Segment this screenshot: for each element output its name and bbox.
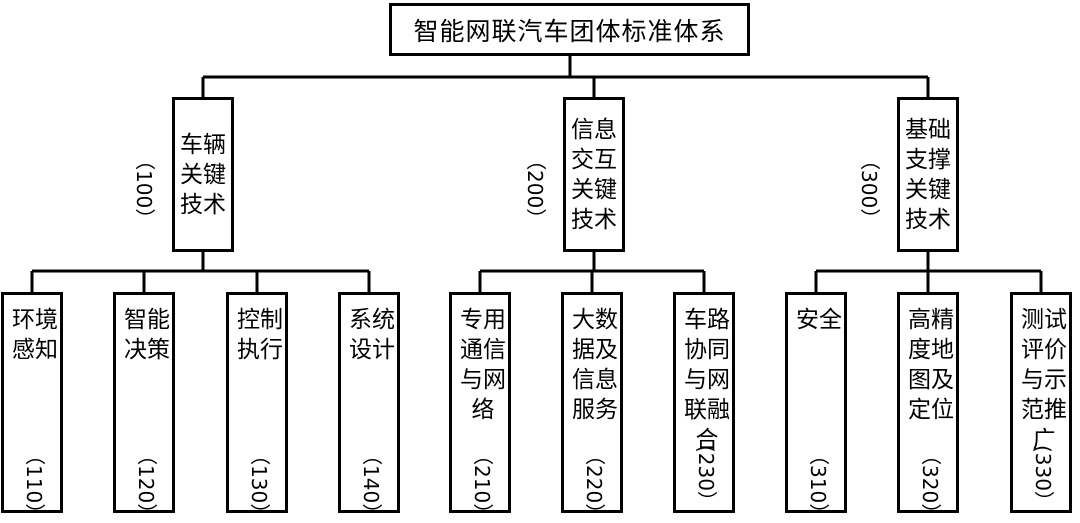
leaf-code: （220） (582, 445, 606, 523)
leaf-code: （310） (806, 445, 830, 523)
leaf-node-320: 高精度地图及定位 （320） (897, 292, 959, 523)
leaf-name: 大数据及信息服务 (572, 307, 618, 423)
leaf-code: （130） (247, 445, 271, 523)
leaf-node-330: 测试评价与示范推广 (330） (1010, 292, 1072, 513)
leaf-name: 系统设计 (349, 307, 395, 363)
category-node-300: 基础支撑关键技术 (897, 97, 959, 252)
leaf-node-140: 系统设计 （140） (338, 292, 400, 523)
leaf-node-230: 车路协同与网联融合 (230） (673, 292, 735, 513)
leaf-code: （140） (359, 445, 383, 523)
category-node-200: 信息交互关键技术 (563, 97, 625, 252)
leaf-code: (230） (694, 445, 718, 511)
category-code: （200） (523, 150, 547, 229)
leaf-code: （110） (22, 445, 46, 523)
leaf-name: 控制执行 (237, 307, 283, 363)
root-node: 智能网联汽车团体标准体系 (389, 3, 750, 56)
leaf-node-310: 安全 （310） (785, 292, 847, 523)
leaf-name: 智能决策 (124, 307, 170, 363)
category-name: 基础支撑关键技术 (905, 116, 951, 233)
category-name: 信息交互关键技术 (571, 116, 617, 233)
leaf-name: 测试评价与示范推广 (1021, 307, 1067, 453)
leaf-node-220: 大数据及信息服务 （220） (561, 292, 623, 523)
root-title: 智能网联汽车团体标准体系 (413, 16, 726, 46)
leaf-code: （120） (134, 445, 158, 523)
leaf-node-210: 专用通信与网络 （210） (449, 292, 511, 523)
category-code: （100） (132, 150, 156, 229)
category-code: （300） (857, 150, 881, 229)
category-node-100: 车辆关键技术 (172, 97, 234, 252)
leaf-name: 专用通信与网络 (460, 307, 506, 423)
leaf-name: 车路协同与网联融合 (684, 307, 730, 453)
leaf-code: （320） (918, 445, 942, 523)
category-name: 车辆关键技术 (180, 131, 226, 218)
leaf-name: 环境感知 (12, 307, 58, 363)
leaf-name: 安全 (796, 307, 842, 333)
leaf-code: （210） (470, 445, 494, 523)
leaf-node-130: 控制执行 （130） (226, 292, 288, 523)
leaf-node-120: 智能决策 （120） (113, 292, 175, 523)
leaf-name: 高精度地图及定位 (908, 307, 954, 423)
leaf-node-110: 环境感知 （110） (1, 292, 63, 523)
leaf-code: (330） (1031, 445, 1055, 511)
